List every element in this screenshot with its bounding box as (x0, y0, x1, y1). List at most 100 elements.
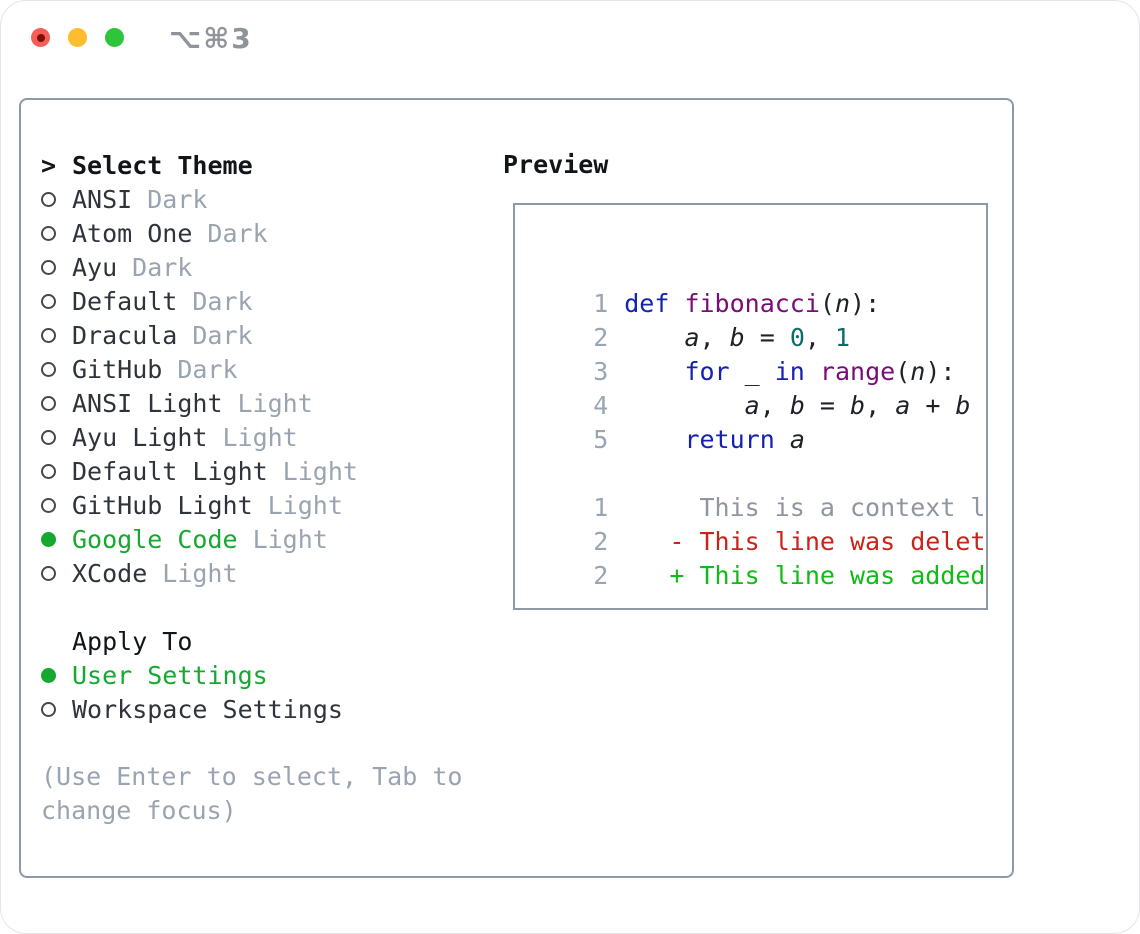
radio-marker (41, 293, 72, 309)
diff-line: 2 - This line was deleted. (533, 491, 986, 556)
theme-name: ANSI Light (72, 388, 223, 418)
diff-content: This is a context line. (699, 493, 986, 522)
theme-variant: Light (162, 558, 238, 588)
radio-icon (41, 361, 56, 377)
radio-icon (41, 667, 56, 683)
radio-marker (41, 667, 72, 683)
radio-marker (41, 225, 72, 241)
code-token: n (910, 357, 926, 386)
apply-option-label: Workspace Settings (72, 694, 343, 724)
theme-item[interactable]: GitHub Dark (41, 352, 493, 386)
code-token: 1 (835, 323, 851, 352)
code-token (624, 391, 744, 420)
theme-variant: Dark (177, 354, 238, 384)
theme-name: XCode (72, 558, 148, 588)
radio-marker (41, 701, 72, 717)
theme-variant: Dark (207, 218, 268, 248)
line-number: 2 (593, 323, 609, 352)
code-token (669, 289, 684, 318)
apply-to-options: User Settings Workspace Settings (41, 658, 493, 726)
code-token: for (684, 357, 730, 386)
theme-picker-panel: > Select Theme ANSI Dark Atom One Dark A… (41, 148, 493, 828)
theme-name: Dracula (72, 320, 178, 350)
theme-name: Default Light (72, 456, 268, 486)
code-token: fibonacci (684, 289, 820, 318)
theme-item[interactable]: Atom One Dark (41, 216, 493, 250)
code-token: ): (850, 289, 881, 318)
code-token: a (684, 323, 700, 352)
code-token: , (699, 323, 730, 352)
theme-name: Ayu Light (72, 422, 208, 452)
code-token: def (624, 289, 670, 318)
code-token: in (774, 357, 805, 386)
theme-variant: Dark (192, 320, 253, 350)
theme-item[interactable]: Ayu Dark (41, 250, 493, 284)
theme-item[interactable]: ANSI Light Light (41, 386, 493, 420)
apply-to-header: Apply To (41, 624, 493, 658)
code-line: 4 a, b = b, a + b (533, 355, 986, 420)
radio-icon (41, 395, 56, 411)
theme-item[interactable]: Default Light Light (41, 454, 493, 488)
radio-icon (41, 327, 56, 343)
titlebar: ⌥⌘3 (1, 1, 1139, 73)
theme-variant: Dark (132, 252, 193, 282)
code-token (775, 425, 790, 454)
line-number: 3 (593, 357, 609, 386)
minimize-button[interactable] (68, 28, 87, 47)
code-token: b (850, 391, 866, 420)
code-token: + (910, 391, 956, 420)
line-number: 1 (593, 289, 609, 318)
code-token: , (759, 391, 790, 420)
radio-icon (41, 191, 56, 207)
code-token: b (729, 323, 745, 352)
theme-item[interactable]: Ayu Light Light (41, 420, 493, 454)
window-title: ⌥⌘3 (169, 22, 253, 55)
theme-variant: Light (267, 490, 343, 520)
radio-marker (41, 395, 72, 411)
diff-content: + This line was added. (624, 561, 988, 590)
code-token: _ (729, 357, 775, 386)
code-content: def fibonacci(n): (624, 289, 880, 318)
radio-icon (41, 463, 56, 479)
code-token (624, 425, 684, 454)
maximize-button[interactable] (105, 28, 124, 47)
code-content: for _ in range(n): (624, 357, 955, 386)
apply-option[interactable]: User Settings (41, 658, 493, 692)
theme-variant: Dark (192, 286, 253, 316)
radio-marker (41, 361, 72, 377)
code-content: a, b = 0, 1 (624, 323, 850, 352)
theme-list: ANSI Dark Atom One Dark Ayu Dark Default… (41, 182, 493, 590)
code-token: n (834, 289, 851, 318)
code-token (805, 357, 820, 386)
radio-marker (41, 327, 72, 343)
theme-name: Ayu (72, 252, 118, 282)
code-content: a, b = b, a + b (624, 391, 971, 420)
code-line: 1 def fibonacci(n): (533, 253, 986, 318)
code-token: = (744, 323, 790, 352)
code-token: b (955, 391, 971, 420)
theme-item[interactable]: GitHub Light Light (41, 488, 493, 522)
theme-item[interactable]: XCode Light (41, 556, 493, 590)
prompt-icon: > (41, 150, 57, 180)
close-button[interactable] (31, 28, 50, 47)
theme-item[interactable]: Google Code Light (41, 522, 493, 556)
line-number: 5 (593, 425, 609, 454)
window-controls (31, 28, 124, 47)
theme-item[interactable]: Dracula Dark (41, 318, 493, 352)
theme-item[interactable]: Default Dark (41, 284, 493, 318)
theme-name: GitHub Light (72, 490, 253, 520)
code-token: a (895, 391, 911, 420)
apply-to-label: Apply To (72, 626, 193, 656)
line-number: 2 (593, 561, 609, 590)
radio-icon (41, 225, 56, 241)
theme-item[interactable]: ANSI Dark (41, 182, 493, 216)
radio-marker (41, 531, 72, 547)
code-token: a (744, 391, 760, 420)
apply-option[interactable]: Workspace Settings (41, 692, 493, 726)
code-token: ): (925, 357, 956, 386)
theme-variant: Light (252, 524, 328, 554)
theme-name: Default (72, 286, 178, 316)
code-token: ( (895, 357, 911, 386)
